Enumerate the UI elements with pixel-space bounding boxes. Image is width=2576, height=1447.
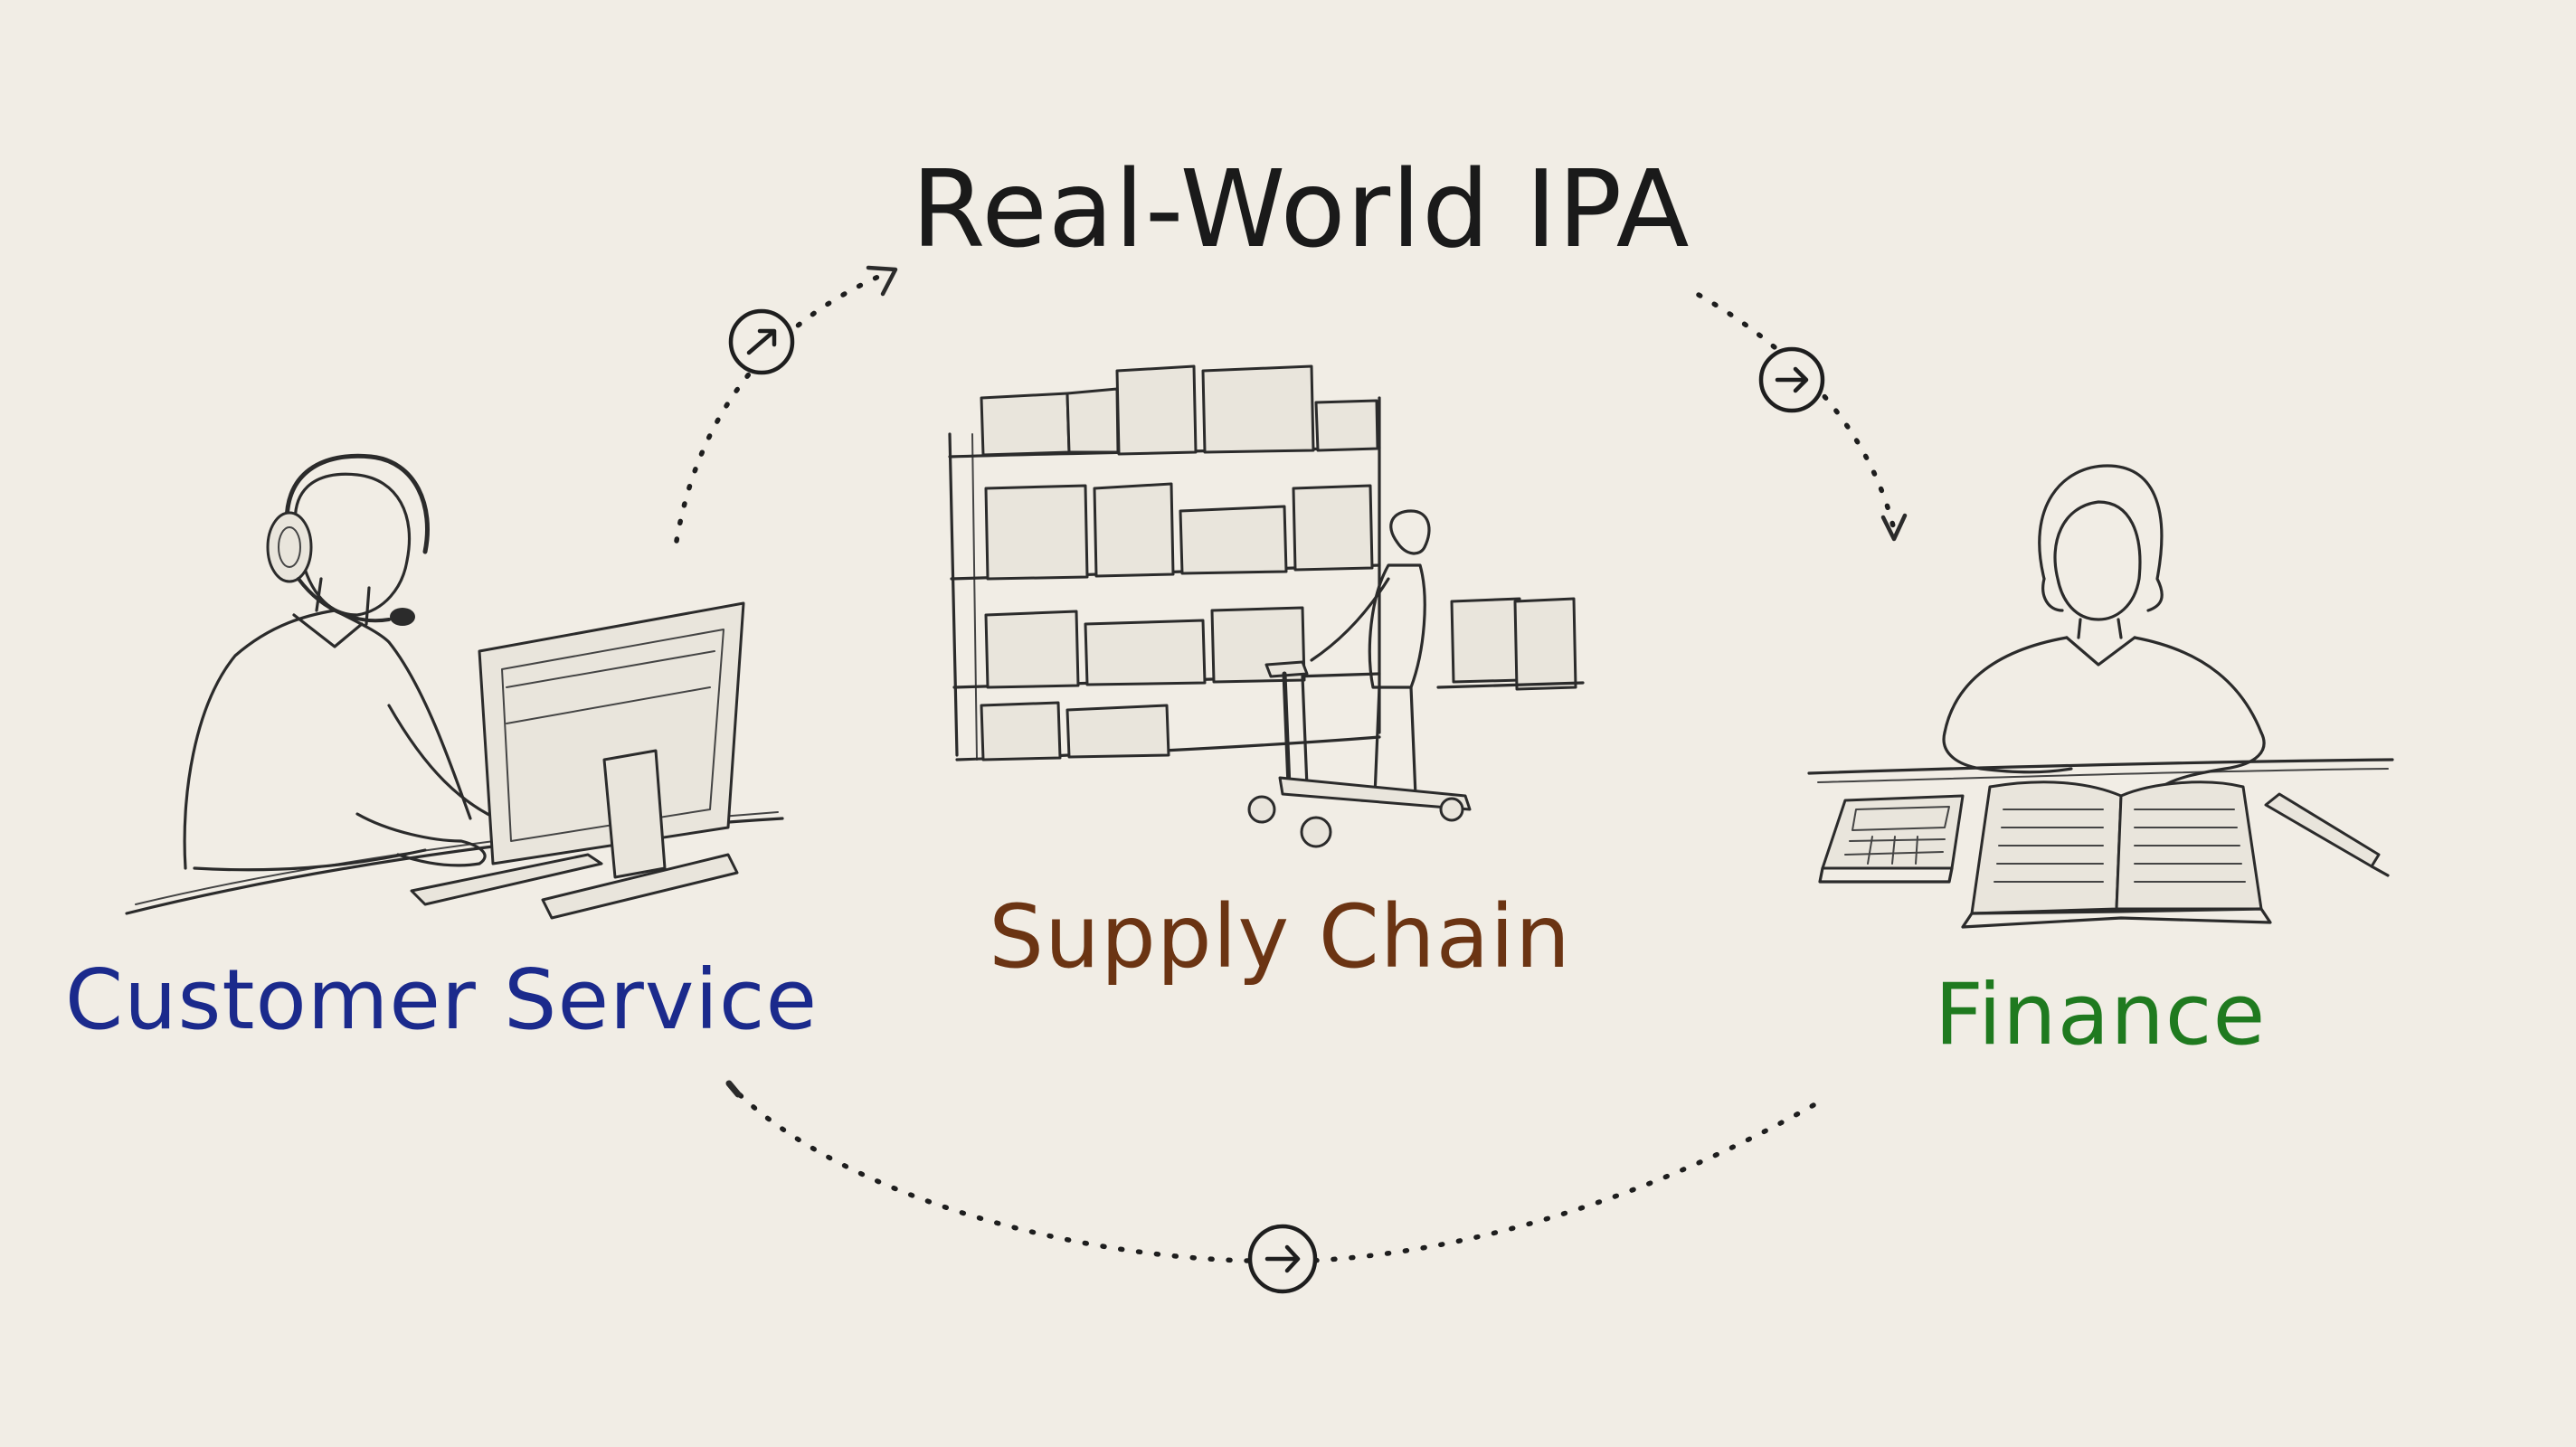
- diagram-title: Real-World IPA: [911, 147, 1690, 271]
- arrow-right-icon: [728, 308, 795, 375]
- accountant-illustration: [1807, 464, 2394, 929]
- customer-service-agent-illustration: [125, 453, 784, 920]
- arrow-right-icon: [1758, 346, 1825, 413]
- node-label-finance: Finance: [1934, 966, 2267, 1064]
- connector-finance-to-customer: [725, 1080, 1816, 1264]
- node-label-customer-service: Customer Service: [64, 951, 819, 1048]
- node-label-supply-chain: Supply Chain: [989, 886, 1571, 988]
- connector-customer-to-title: [674, 265, 898, 544]
- arrow-right-icon: [1247, 1224, 1318, 1294]
- connector-title-to-finance: [1696, 292, 1908, 542]
- warehouse-worker-illustration: [948, 364, 1585, 848]
